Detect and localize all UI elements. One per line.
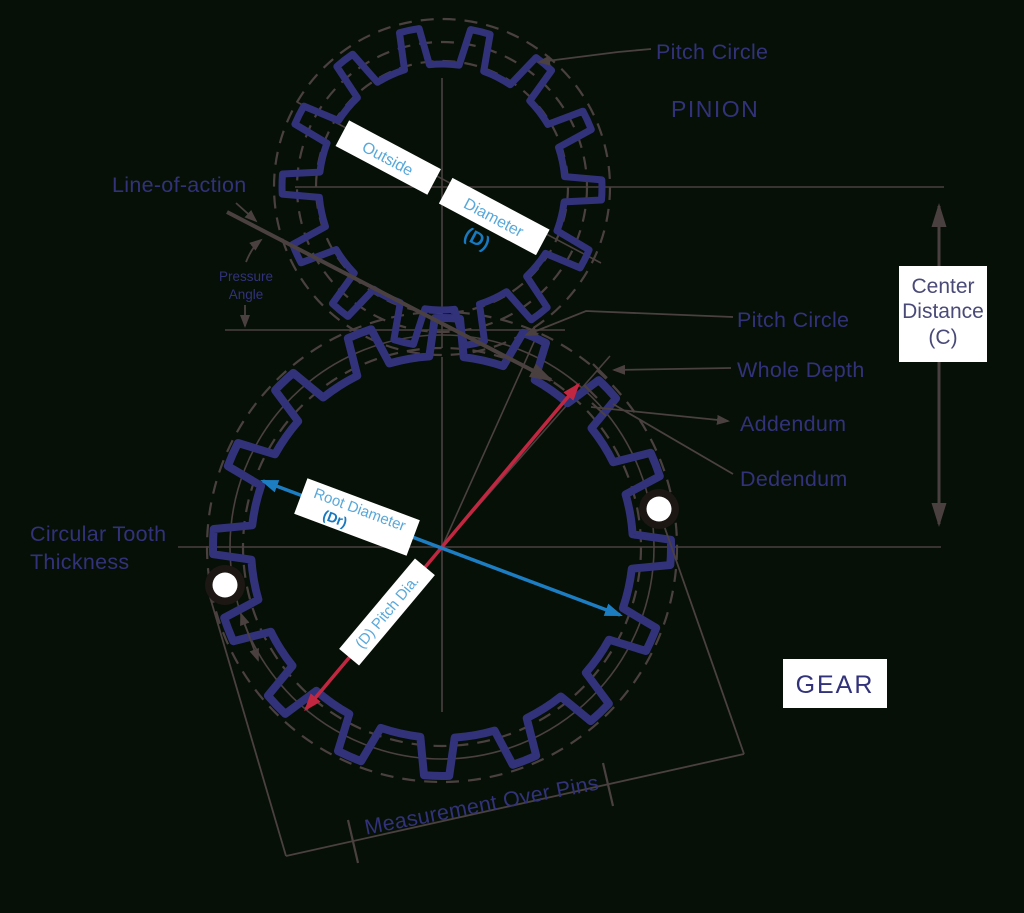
left-pin-extension-line xyxy=(209,596,287,857)
whole-depth-label: Whole Depth xyxy=(737,358,865,382)
pitch-dia-strip-bg xyxy=(339,558,435,666)
center-distance-line2: Distance xyxy=(902,300,984,323)
measuring-pin-1 xyxy=(212,572,238,598)
pinion-outline xyxy=(278,25,606,349)
gear-box: GEAR xyxy=(783,659,887,708)
pinion-circles-reference-circle xyxy=(272,17,612,357)
right-pin-extension-line xyxy=(660,516,745,755)
dedendum-label: Dedendum xyxy=(740,467,848,491)
pitch-dia-label: (D) Pitch Dia. xyxy=(352,573,422,652)
whole-depth-leader xyxy=(612,364,732,375)
measurement-dimension-line xyxy=(285,753,745,857)
root-diameter-strip-bg xyxy=(294,478,420,556)
addendum-label: Addendum xyxy=(740,412,846,436)
pinion-circles-reference-circle xyxy=(314,59,570,315)
dimension-tick-left xyxy=(346,819,360,864)
measuring-pin-2 xyxy=(646,496,672,522)
measurement-dimension xyxy=(209,516,745,864)
pitch-circle-gear-leader xyxy=(524,310,734,336)
dedendum-leader xyxy=(612,403,734,475)
pitch-dia-strip: (D) Pitch Dia. xyxy=(339,558,435,666)
circular-tooth-label-line2: Thickness xyxy=(30,550,129,574)
pressure-angle-line2: Angle xyxy=(229,287,264,302)
line-of-action-leader xyxy=(235,202,258,223)
pinion-label: PINION xyxy=(671,96,759,122)
measurement-over-pins-label: Measurement Over Pins xyxy=(363,771,601,840)
root-diameter-strip: Root Diameter (Dr) xyxy=(294,478,420,556)
whole-depth-tick-outer xyxy=(592,363,608,379)
pitch-circle-gear-label: Pitch Circle xyxy=(737,308,849,332)
pinion-circles-reference-circle xyxy=(295,40,589,334)
gear-label: GEAR xyxy=(796,671,875,699)
line-of-action-label: Line-of-action xyxy=(112,173,246,197)
pressure-angle-arc-arrow xyxy=(245,238,263,263)
pressure-angle-line1: Pressure xyxy=(219,269,273,284)
pinion-circles xyxy=(272,17,612,357)
dimension-tick-right xyxy=(601,762,615,807)
center-distance-line3: (C) xyxy=(928,326,957,349)
center-distance-box: Center Distance (C) xyxy=(899,266,987,362)
pitch-circle-top-leader xyxy=(537,48,652,66)
outside-label-strip: Outside xyxy=(335,120,441,195)
diameter-strip-bg xyxy=(438,177,550,256)
gear-outline xyxy=(208,313,676,781)
gear-label-bg xyxy=(783,659,887,708)
pitch-circle-top-label: Pitch Circle xyxy=(656,40,768,64)
dedendum-tick xyxy=(591,402,607,417)
tooth-thickness-arrows xyxy=(240,612,259,662)
addendum-tick xyxy=(583,384,598,399)
gear-circles-reference-circle xyxy=(229,334,655,760)
center-distance-bg xyxy=(899,266,987,362)
line-of-action-line xyxy=(226,210,554,382)
addendum-leader xyxy=(590,406,730,425)
outside-diameter-line xyxy=(296,101,602,264)
gear-circles-reference-circle xyxy=(241,346,643,748)
circular-tooth-label-line1: Circular Tooth xyxy=(30,522,166,546)
pins xyxy=(205,489,679,605)
center-distance-line1: Center xyxy=(911,275,974,298)
diameter-label-strip: Diameter xyxy=(438,177,550,256)
measurement-over-pins-group: Measurement Over Pins xyxy=(363,771,601,840)
outside-strip-bg xyxy=(335,120,441,195)
